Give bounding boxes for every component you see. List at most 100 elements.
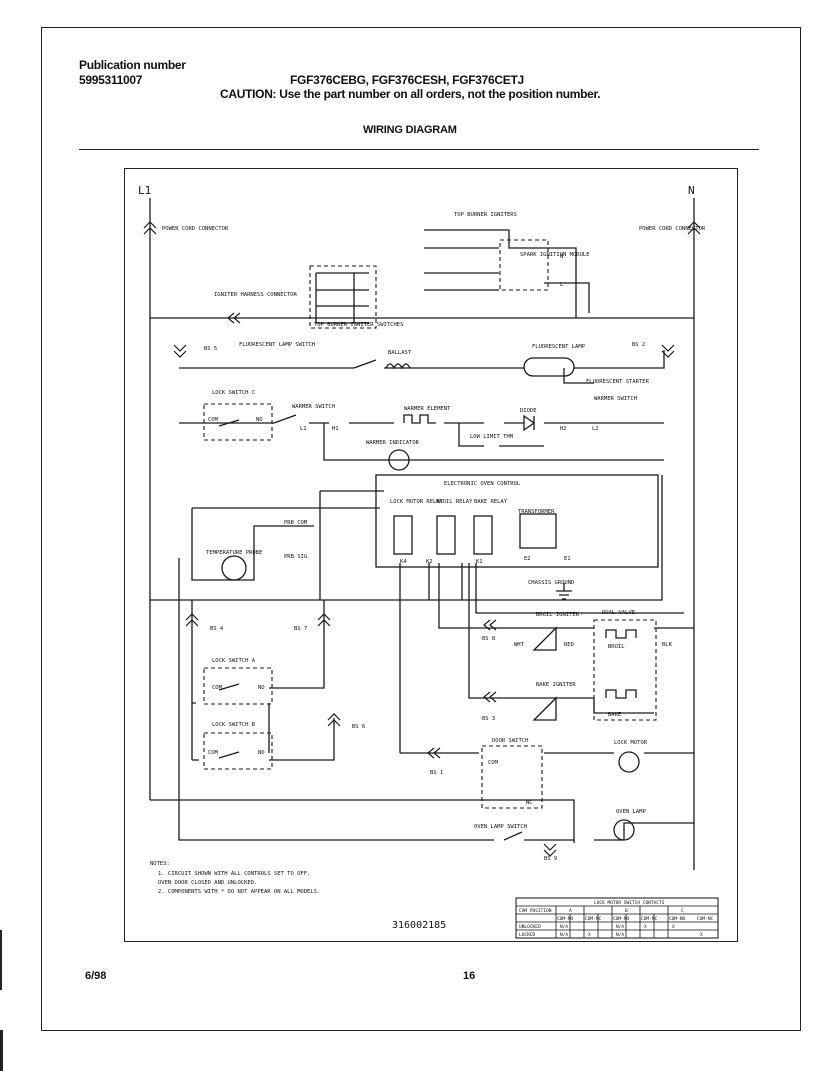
relay-output-wires <box>399 563 594 753</box>
oven-lamp-wire <box>178 558 694 841</box>
terminal-h2-label: H2 <box>560 426 567 432</box>
bs4-label: BS 4 <box>210 626 224 632</box>
contact-table-cell: X <box>700 932 703 938</box>
warmer-element-icon <box>403 414 436 424</box>
power-cord-connector-right-icon <box>687 221 701 235</box>
connector-chevrons <box>143 221 701 857</box>
footer-date: 6/98 <box>85 970 107 982</box>
power-cord-left-label: POWER CORD CONNECTOR <box>162 226 229 232</box>
terminal-h1-label: H1 <box>332 426 339 432</box>
terminal-k4-label: K4 <box>400 559 407 565</box>
contact-table-subheader: COM-NC <box>585 916 602 922</box>
terminal-l-label: L <box>560 282 564 288</box>
broil-igniter-icon <box>532 626 557 651</box>
scan-edge-mark <box>0 1030 3 1071</box>
bake-igniter-label: BAKE IGNITER <box>536 682 576 688</box>
terminal-n-label: N <box>560 254 563 260</box>
bs7-connector-icon <box>317 613 331 627</box>
contact-table-cell: N/A <box>616 924 624 930</box>
contact-table-text: LOCK MOTOR SWITCH CONTACTS CAM POSITION … <box>519 900 714 938</box>
power-cord-right-label: POWER CORD CONNECTOR <box>639 226 706 232</box>
starter-wire <box>563 368 594 384</box>
fluorescent-starter-label: FLUORESCENT STARTER <box>586 379 650 385</box>
door-switch-box <box>481 745 543 809</box>
com-label: COM <box>208 417 219 423</box>
terminal-l2-label: L2 <box>592 426 599 432</box>
transformer-label: TRANSFORMER <box>518 509 555 515</box>
scan-edge-mark <box>0 930 2 990</box>
temperature-probe-icon <box>221 555 247 581</box>
note-2: 2. COMPONENTS WITH * DO NOT APPEAR ON AL… <box>158 889 320 895</box>
fluorescent-lamp-label: FLUORESCENT LAMP <box>532 344 586 350</box>
igniter-wires <box>474 627 594 699</box>
bake-valve-coil-icon <box>605 689 637 699</box>
contact-table-subheader: COM-NC <box>641 916 658 922</box>
notes-heading: NOTES: <box>150 861 170 867</box>
lock-motor-relay-icon <box>393 515 413 555</box>
lock-switch-a-box <box>203 667 273 705</box>
terminal-e1-label: E1 <box>564 556 571 562</box>
contact-table-cell: N/A <box>616 932 624 938</box>
burner-switch-box <box>309 265 377 329</box>
warmer-indicator-wire <box>323 423 664 461</box>
contact-table-subheader: COM-NC <box>697 916 714 922</box>
transformer-icon <box>519 513 557 549</box>
burner-switch-wires <box>315 272 369 324</box>
bake-igniter-icon <box>532 696 557 721</box>
oven-lamp-icon <box>613 819 635 841</box>
bake-valve-label: BAKE <box>608 712 621 718</box>
terminal-e2-label: E2 <box>524 556 531 562</box>
contact-table-row-label: UNLOCKED <box>519 924 541 930</box>
bs9-connector-icon <box>543 843 557 857</box>
chassis-ground-label: CHASSIS GROUND <box>528 580 574 586</box>
lamp-circuit-wire <box>179 350 665 369</box>
low-limit-label: LOW LIMIT THM <box>470 434 514 440</box>
lock-switch-c-label: LOCK SWITCH C <box>212 390 255 396</box>
broil-relay-label: BROIL RELAY <box>436 499 473 505</box>
lock-switch-a-label: LOCK SWITCH A <box>212 658 256 664</box>
chassis-ground-icon <box>556 583 572 600</box>
bs1-label: BS 1 <box>430 770 443 776</box>
part-number: 316002185 <box>392 920 446 931</box>
control-return-wire <box>150 475 663 601</box>
contact-table-cell: X <box>644 924 647 930</box>
com-label: COM <box>208 750 219 756</box>
warmer-indicator-label: WARMER INDICATOR <box>366 440 420 446</box>
electronic-oven-control-box <box>375 474 659 568</box>
header-divider <box>79 149 759 150</box>
power-cord-connector-left-icon <box>143 221 157 235</box>
wiring-diagram: L1 N POWER CORD CONNECTOR POWER CORD CON… <box>138 184 719 939</box>
bs1-connector-icon <box>427 747 441 759</box>
bs8-connector-icon <box>483 619 497 631</box>
control-feed-wire <box>319 490 384 600</box>
valve-wires <box>593 612 694 714</box>
wires <box>149 198 695 870</box>
bs4-connector-icon <box>185 613 199 627</box>
blk-label: BLK <box>662 642 673 648</box>
bs7-label: BS 7 <box>294 626 307 632</box>
warmer-indicator-icon <box>388 449 410 471</box>
contact-table-title: LOCK MOTOR SWITCH CONTACTS <box>594 900 665 906</box>
oven-lamp-switch-label: OVEN LAMP SWITCH <box>474 824 527 830</box>
no-label: NO <box>258 685 265 691</box>
broil-igniter-label: BROIL IGNITER <box>536 612 580 618</box>
prb-com-label: PRB COM <box>284 520 308 526</box>
contact-table-cell: X <box>672 924 675 930</box>
wht-label: WHT <box>514 642 525 648</box>
ballast-label: BALLAST <box>388 350 412 356</box>
diode-icon <box>523 414 536 432</box>
lock-switch-b-label: LOCK SWITCH B <box>212 722 256 728</box>
broil-valve-label: BROIL <box>608 644 625 650</box>
bs8-label: BS 8 <box>482 636 495 642</box>
top-burner-switches-label: TOP BURNER IGNITER SWITCHES <box>314 322 403 328</box>
bs9-label: BS 9 <box>544 856 557 862</box>
igniter-harness-connector-icon <box>227 312 241 324</box>
contact-table-group-c: C <box>681 908 684 914</box>
model-numbers: FGF376CEBG, FGF376CESH, FGF376CETJ <box>290 73 524 87</box>
no-label: NO <box>256 417 263 423</box>
broil-valve-coil-icon <box>605 629 637 639</box>
terminal-l1-label: L1 <box>300 426 307 432</box>
warmer-switch-left-label: WARMER SWITCH <box>292 404 335 410</box>
igniter-harness-label: IGNITER HARNESS CONNECTOR <box>214 292 297 298</box>
bs5-label: BS 5 <box>204 346 217 352</box>
